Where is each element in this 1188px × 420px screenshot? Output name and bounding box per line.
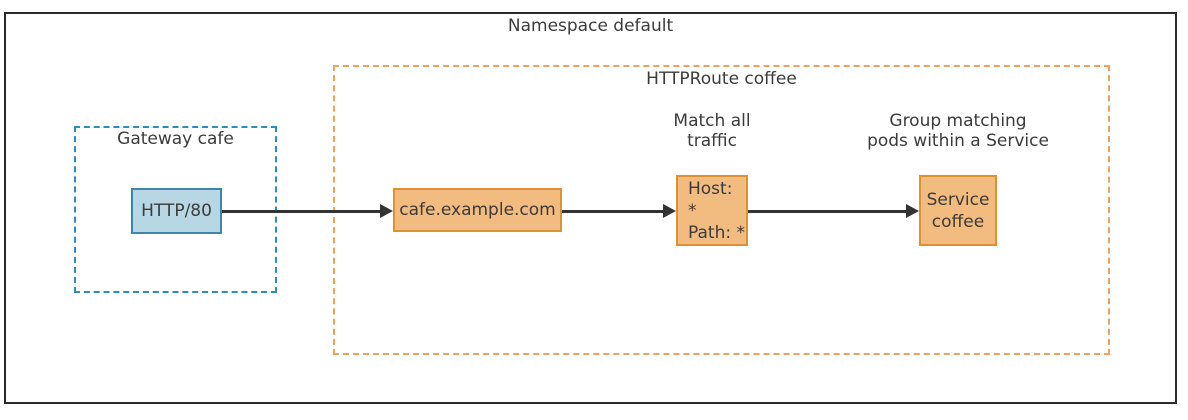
service-node: Service coffee	[919, 175, 997, 246]
arrow-hostname-to-match	[562, 204, 676, 218]
httproute-box-label: HTTPRoute coffee	[646, 69, 797, 89]
gateway-box-label: Gateway cafe	[117, 129, 234, 149]
arrow-head-icon	[663, 204, 676, 218]
match-rule-node: Host: * Path: *	[676, 175, 748, 246]
arrow-head-icon	[380, 204, 393, 218]
arrow-listener-to-hostname	[222, 204, 393, 218]
match-annotation-line1: Match all	[673, 111, 751, 131]
match-annotation-line2: traffic	[687, 131, 737, 151]
arrow-head-icon	[906, 204, 919, 218]
service-label-line1: Service	[926, 189, 990, 210]
backend-annotation-line2: pods within a Service	[867, 131, 1049, 151]
arrow-shaft	[748, 210, 906, 213]
backend-annotation: Group matching pods within a Service	[828, 111, 1088, 151]
arrow-shaft	[562, 210, 663, 213]
arrow-shaft	[222, 210, 380, 213]
namespace-title: Namespace default	[507, 16, 674, 36]
match-host-label: Host: *	[688, 178, 733, 221]
gateway-listener-label: HTTP/80	[141, 201, 212, 221]
match-annotation: Match all traffic	[622, 111, 802, 151]
gateway-listener-node: HTTP/80	[131, 188, 222, 234]
gateway-boundary-box	[74, 126, 277, 293]
service-label-line2: coffee	[931, 211, 985, 232]
backend-annotation-line1: Group matching	[889, 111, 1027, 131]
hostname-node: cafe.example.com	[393, 188, 562, 232]
arrow-match-to-service	[748, 204, 919, 218]
hostname-label: cafe.example.com	[399, 200, 556, 220]
match-path-label: Path: *	[688, 222, 745, 243]
